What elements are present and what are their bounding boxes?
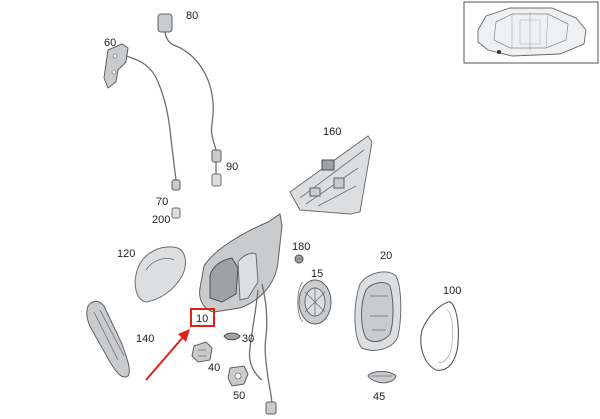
callout-50: 50 [233,390,245,402]
callout-10: 10 [196,313,208,325]
callout-120: 120 [117,248,135,260]
callout-20: 20 [380,250,392,262]
callout-45: 45 [373,391,385,403]
highlight-arrow [145,329,190,381]
callout-160: 160 [323,126,341,138]
part-80-cable [157,13,222,187]
part-45-puddle-lamp [367,371,397,384]
part-10-mirror-housing [199,213,283,415]
vehicle-locator-inset [463,1,599,64]
callout-60: 60 [104,37,116,49]
callout-10-highlight-box [190,308,215,327]
part-20-carrier-frame [354,271,402,351]
part-160-sail-panel [289,135,373,215]
part-50-connector [227,365,249,387]
part-60-bracket [103,43,181,219]
car-outline-icon [477,7,587,57]
callout-80: 80 [186,10,198,22]
part-120-mirror-cap [134,246,186,303]
part-15-adjuster [297,279,332,325]
callout-40: 40 [208,362,220,374]
callout-70: 70 [156,196,168,208]
callout-180: 180 [292,241,310,253]
part-40-clip [191,341,213,363]
callout-200: 200 [152,214,170,226]
callout-30: 30 [242,333,254,345]
part-180-screw [294,254,304,264]
callout-90: 90 [226,161,238,173]
callout-100: 100 [443,285,461,297]
part-140-trim-strip [86,301,130,378]
callout-15: 15 [311,268,323,280]
callout-140: 140 [136,333,154,345]
part-100-mirror-glass [420,301,459,371]
part-30-seal [223,332,241,341]
